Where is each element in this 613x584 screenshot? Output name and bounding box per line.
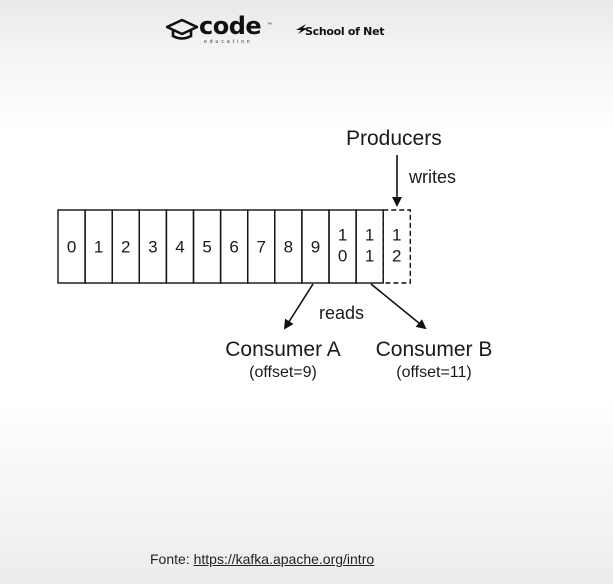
consumer-a-offset: (offset=9) <box>249 364 317 381</box>
writes-label: writes <box>408 167 456 187</box>
log-cell-label: 0 <box>338 247 347 266</box>
code-logo-wordmark: code <box>199 12 262 40</box>
reads-label: reads <box>319 303 364 323</box>
header: code ™ education School of Net <box>0 0 613 60</box>
source-link[interactable]: https://kafka.apache.org/intro <box>193 551 375 567</box>
consumer-a-name: Consumer A <box>225 338 341 361</box>
reads-arrow-consumer-a <box>283 283 314 330</box>
trademark-mark: ™ <box>267 22 272 28</box>
log-cell-label: 3 <box>148 238 157 257</box>
log-cell-label: 1 <box>94 238 103 257</box>
code-education-logo: code ™ education <box>166 12 274 48</box>
reads-arrow-consumer-b <box>370 283 427 330</box>
log-cell-label: 2 <box>121 238 130 257</box>
log-cell-label: 2 <box>392 247 401 266</box>
code-logo-subtitle: education <box>204 39 253 45</box>
consumer-b-offset: (offset=11) <box>396 364 471 381</box>
producers-label: Producers <box>346 127 442 150</box>
graduation-cap-icon <box>166 18 198 40</box>
school-of-net-wordmark: School of Net <box>305 25 385 38</box>
log-cell-pending <box>382 209 412 284</box>
log-cell-label: 1 <box>338 226 347 245</box>
log-cell-label: 9 <box>311 238 320 257</box>
log-cell-label: 0 <box>67 238 76 257</box>
log-cell-label: 1 <box>365 226 374 245</box>
log-cell-label: 6 <box>229 238 238 257</box>
log-cell-label: 1 <box>392 226 401 245</box>
log-cell-label: 4 <box>175 238 184 257</box>
consumer-b-name: Consumer B <box>376 338 493 361</box>
log-cell-label: 5 <box>202 238 211 257</box>
source-citation: Fonte: https://kafka.apache.org/intro <box>150 551 374 567</box>
log-cell-label: 1 <box>365 247 374 266</box>
source-prefix: Fonte: <box>150 551 194 567</box>
log-cell-label: 8 <box>284 238 293 257</box>
school-of-net-icon <box>296 24 308 34</box>
log-cell-label: 7 <box>257 238 266 257</box>
